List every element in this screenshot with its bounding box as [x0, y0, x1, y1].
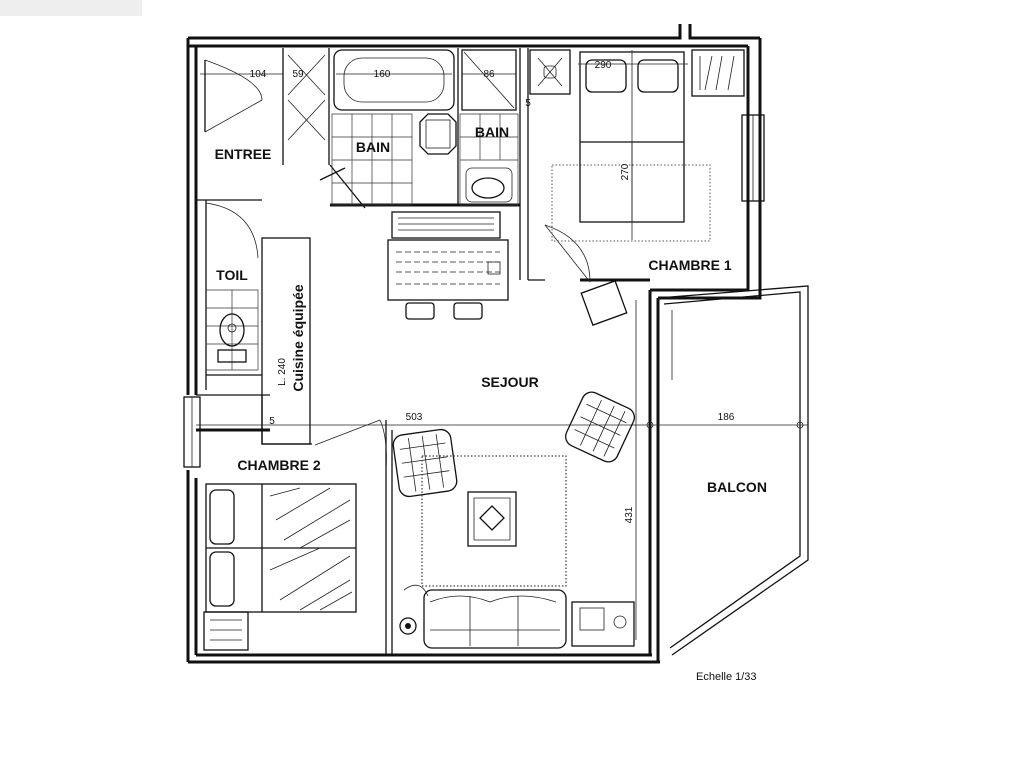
dim-chambre1-depth: 270 [620, 163, 631, 180]
sofa [423, 589, 567, 649]
room-label-chambre-2: CHAMBRE 2 [237, 457, 320, 473]
room-label-balcon: BALCON [707, 479, 767, 495]
room-label-bain-2: BAIN [475, 124, 509, 140]
dim-sejour-depth: 431 [624, 506, 635, 523]
toilet-bowl [219, 313, 245, 347]
shower [461, 49, 517, 111]
rug-living-room [421, 455, 567, 587]
dim-bath-width: 160 [374, 69, 391, 80]
dim-kitchen-length: L. 240 [277, 358, 288, 386]
outer-walls [183, 24, 765, 664]
entree: 104 59 ENTREE [200, 59, 304, 162]
dim-shower-width: 86 [483, 69, 495, 80]
living-room: SEJOUR 503 186 431 [196, 280, 808, 649]
dim-sejour-width: 503 [406, 412, 423, 423]
washbasin-2 [471, 177, 505, 199]
bathroom-1: 160 BAIN [331, 49, 457, 206]
room-label-chambre-1: CHAMBRE 1 [648, 257, 731, 273]
room-label-bain-1: BAIN [356, 139, 390, 155]
balcony: BALCON [657, 285, 809, 656]
kitchen: Cuisine équipée L. 240 5 [261, 237, 312, 445]
partitions [196, 48, 650, 655]
bathtub [333, 49, 455, 111]
rug-bedroom-1 [551, 164, 711, 242]
dim-entree-width: 104 [250, 69, 267, 80]
washbasin-1 [419, 113, 457, 155]
dim-marker-1: 5 [525, 98, 531, 109]
dim-chambre1-width: 290 [595, 60, 612, 71]
room-label-toil: TOIL [216, 267, 248, 283]
coffee-table [467, 491, 517, 547]
room-label-cuisine: Cuisine équipée [290, 284, 306, 392]
room-label-entree: ENTREE [215, 146, 272, 162]
toilet: TOIL [206, 267, 259, 371]
header-smudge [0, 0, 142, 16]
bedroom-2: CHAMBRE 2 [203, 457, 357, 651]
dining-table [387, 211, 509, 320]
dim-marker-2: 5 [269, 416, 275, 427]
bedroom-1: 290 270 CHAMBRE 1 [529, 49, 745, 273]
dim-balcon-width: 186 [718, 412, 735, 423]
scale-label: Echelle 1/33 [696, 671, 757, 683]
dim-closet-width: 59 [292, 69, 304, 80]
room-label-sejour: SEJOUR [481, 374, 539, 390]
bathroom-2: 86 5 BAIN [459, 49, 531, 206]
